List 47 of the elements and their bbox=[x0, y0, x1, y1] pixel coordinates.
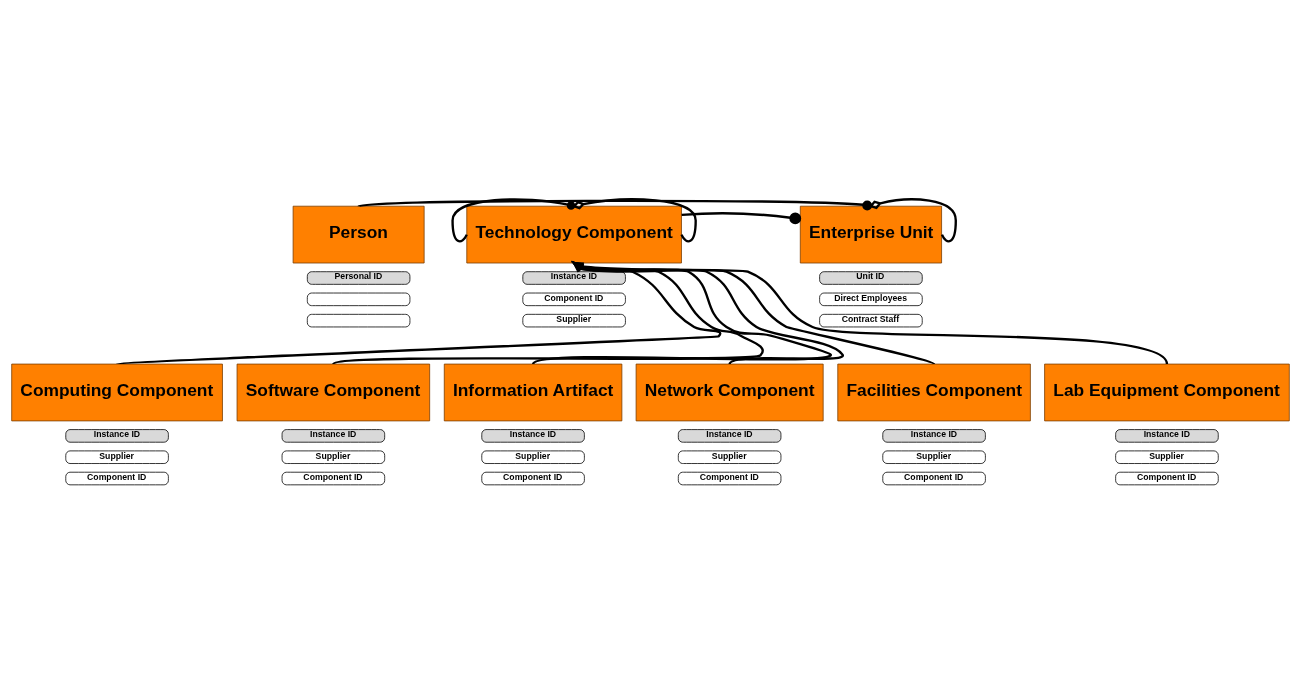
arrow bbox=[570, 261, 1168, 365]
node-box bbox=[306, 292, 411, 307]
node-box: Personal ID bbox=[306, 271, 411, 285]
node-box: Component ID bbox=[882, 471, 986, 486]
arrow bbox=[571, 260, 844, 365]
node-box: Supplier bbox=[882, 450, 986, 464]
node-box: Instance ID bbox=[481, 429, 585, 443]
connector bbox=[681, 212, 802, 225]
node-box: Instance ID bbox=[65, 429, 169, 443]
node-box: Component ID bbox=[65, 471, 169, 486]
connector bbox=[451, 198, 576, 243]
node-box: Supplier bbox=[677, 450, 782, 464]
arrow bbox=[532, 261, 832, 366]
node-box: Facilities Component bbox=[837, 363, 1031, 422]
node-box: Component ID bbox=[1115, 471, 1219, 486]
node-box: Instance ID bbox=[1115, 429, 1219, 443]
node-box: Supplier bbox=[1115, 450, 1219, 464]
node-box: Instance ID bbox=[281, 429, 386, 443]
node-box: Instance ID bbox=[677, 429, 782, 443]
node-box: Supplier bbox=[522, 313, 626, 328]
node-box: Component ID bbox=[281, 471, 386, 486]
node-box: Unit ID bbox=[819, 271, 923, 285]
node-box: Instance ID bbox=[522, 271, 626, 285]
node-box: Supplier bbox=[65, 450, 169, 464]
node-box: Component ID bbox=[481, 471, 585, 486]
node-box: Network Component bbox=[635, 363, 824, 422]
node-box: Supplier bbox=[481, 450, 585, 464]
node-box: Direct Employees bbox=[819, 292, 923, 307]
node-box: Supplier bbox=[281, 450, 386, 464]
node-box: Person bbox=[292, 205, 425, 264]
node-box bbox=[306, 313, 411, 328]
node-box: Instance ID bbox=[882, 429, 986, 443]
node-box: Component ID bbox=[677, 471, 782, 486]
node-box: Contract Staff bbox=[819, 313, 923, 328]
node-box: Technology Component bbox=[466, 205, 682, 264]
node-box: Computing Component bbox=[11, 363, 223, 422]
arrow bbox=[117, 260, 720, 366]
connector bbox=[358, 199, 873, 211]
arrow bbox=[333, 261, 764, 366]
node-box: Enterprise Unit bbox=[799, 205, 942, 264]
node-box: Software Component bbox=[236, 363, 431, 422]
connector bbox=[868, 198, 957, 243]
connector bbox=[572, 198, 697, 243]
node-box: Component ID bbox=[522, 292, 626, 307]
node-box: Lab Equipment Component bbox=[1044, 363, 1290, 422]
arrow bbox=[571, 260, 935, 366]
node-box: Information Artifact bbox=[443, 363, 623, 422]
